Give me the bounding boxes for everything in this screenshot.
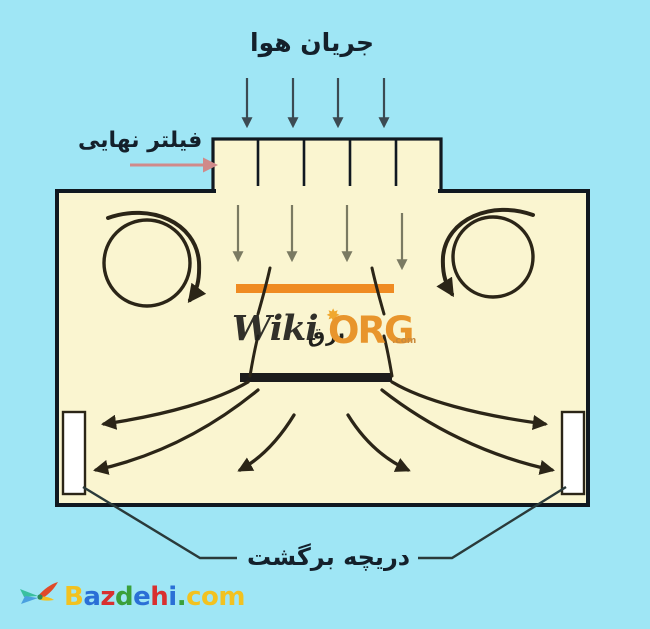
orange-diffuser-bar bbox=[236, 284, 394, 293]
final-filter-housing bbox=[211, 137, 443, 194]
center-stroke-left-lower bbox=[248, 334, 260, 378]
airflow-streamlines bbox=[93, 380, 555, 475]
streamline-left-lower bbox=[93, 388, 260, 475]
brand-letter-4: e bbox=[133, 582, 151, 612]
streamline-left-upper bbox=[100, 380, 250, 430]
brand-letter-5: h bbox=[150, 582, 169, 612]
right-vortex-circle bbox=[451, 215, 535, 299]
streamline-left-inner bbox=[237, 413, 296, 472]
brand-letter-10: m bbox=[218, 582, 245, 612]
brand-text: Bazdehi.com bbox=[64, 582, 245, 612]
central-flow-strokes bbox=[248, 266, 394, 378]
streamline-right-upper bbox=[390, 380, 549, 430]
left-return-grille-body bbox=[61, 410, 87, 496]
brand-letter-2: z bbox=[100, 582, 116, 612]
brand-letter-3: d bbox=[115, 582, 134, 612]
left-vortex-tail bbox=[106, 210, 207, 303]
brand-letter-7: . bbox=[176, 582, 187, 612]
filter-opening bbox=[216, 186, 438, 195]
center-stroke-left bbox=[256, 266, 272, 316]
center-stroke-right bbox=[370, 266, 386, 316]
left-return-grille bbox=[61, 410, 87, 496]
label-final-filter: فیلتر نهایی bbox=[78, 128, 203, 153]
streamline-right-lower bbox=[380, 388, 555, 475]
inlet-arrows-above-filter bbox=[241, 78, 390, 129]
brand-letter-1: a bbox=[83, 582, 101, 612]
inlet-arrows-inside-room bbox=[232, 205, 408, 271]
filter-body bbox=[211, 137, 443, 194]
brand-letter-8: c bbox=[186, 582, 202, 612]
left-vortex bbox=[102, 210, 207, 308]
streamline-right-inner bbox=[346, 413, 411, 472]
hummingbird-logo bbox=[20, 582, 58, 604]
brand-letter-9: o bbox=[201, 582, 219, 612]
left-vortex-circle bbox=[102, 218, 192, 308]
leader-right bbox=[418, 485, 567, 560]
right-vortex-tail bbox=[436, 207, 535, 298]
leader-left bbox=[82, 485, 237, 560]
label-airflow: جریان هوا bbox=[250, 28, 374, 57]
brand-letter-6: i bbox=[168, 582, 177, 612]
right-return-grille-body bbox=[560, 410, 586, 496]
cleanroom-enclosure bbox=[55, 189, 590, 507]
black-diffuser-bar bbox=[240, 373, 392, 382]
brand-letter-0: B bbox=[64, 582, 84, 612]
right-return-grille bbox=[560, 410, 586, 496]
center-stroke-right-lower bbox=[382, 334, 394, 378]
label-return-damper: دریچه برگشت bbox=[247, 543, 411, 571]
right-vortex bbox=[436, 207, 535, 299]
brand-logo-block[interactable]: Bazdehi.com bbox=[18, 580, 245, 614]
return-damper-leaders bbox=[82, 485, 567, 560]
